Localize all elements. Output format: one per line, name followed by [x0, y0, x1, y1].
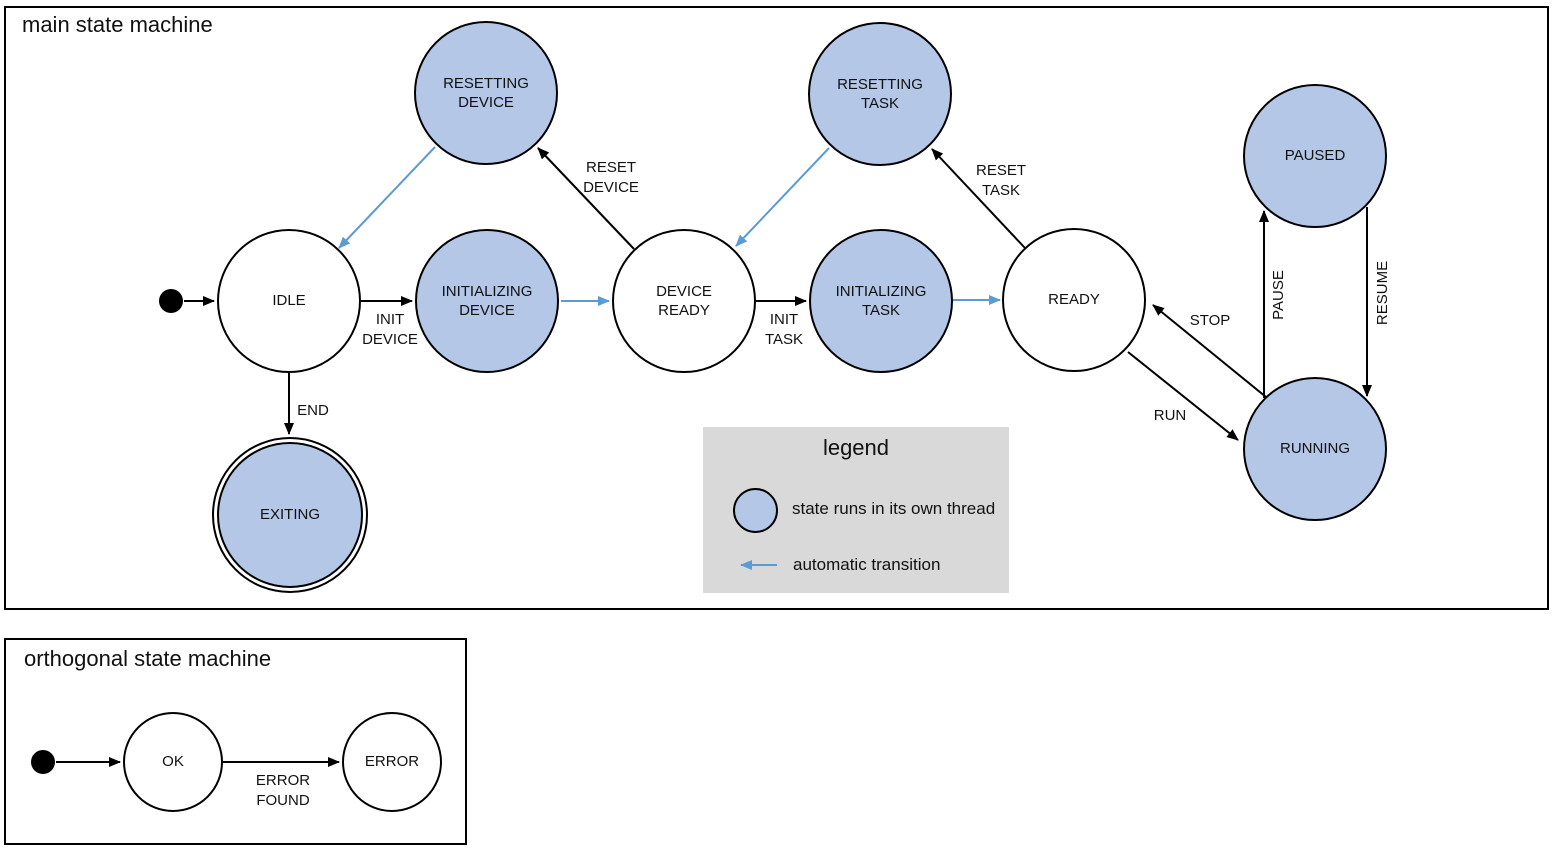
legend: legend state runs in its own thread auto…	[703, 427, 1009, 593]
state-resetting-task: RESETTING TASK	[808, 22, 952, 166]
state-exiting: EXITING	[217, 442, 363, 588]
state-ok: OK	[123, 712, 223, 812]
legend-threaded-label: state runs in its own thread	[792, 499, 996, 518]
state-idle: IDLE	[217, 229, 361, 373]
state-resetting-device: RESETTING DEVICE	[414, 21, 558, 165]
state-device-ready: DEVICE READY	[612, 229, 756, 373]
legend-title: legend	[822, 435, 890, 460]
transition-label-pause: PAUSE	[1269, 270, 1287, 320]
state-initializing-device: INITIALIZING DEVICE	[415, 229, 559, 373]
transition-label-init-device: INIT DEVICE	[362, 310, 418, 348]
main-machine-title: main state machine	[22, 12, 213, 37]
transition-label-run: RUN	[1153, 406, 1187, 424]
orthogonal-machine-title: orthogonal state machine	[24, 646, 272, 671]
state-running: RUNNING	[1243, 377, 1387, 521]
transition-label-end: END	[297, 401, 329, 419]
transition-label-resume: RESUME	[1373, 260, 1391, 326]
transition-label-stop: STOP	[1189, 311, 1231, 329]
state-ready: READY	[1002, 228, 1146, 372]
transition-label-error-found: ERROR FOUND	[255, 771, 311, 809]
transition-label-reset-device: RESET DEVICE	[583, 158, 639, 196]
transition-label-init-task: INIT TASK	[764, 310, 804, 348]
state-paused: PAUSED	[1243, 84, 1387, 228]
state-exiting-final-ring: EXITING	[212, 437, 368, 593]
state-initializing-task: INITIALIZING TASK	[809, 229, 953, 373]
threaded-state-icon	[733, 488, 778, 533]
state-error: ERROR	[342, 712, 442, 812]
transition-label-reset-task: RESET TASK	[975, 161, 1027, 199]
legend-automatic-label: automatic transition	[793, 555, 941, 574]
